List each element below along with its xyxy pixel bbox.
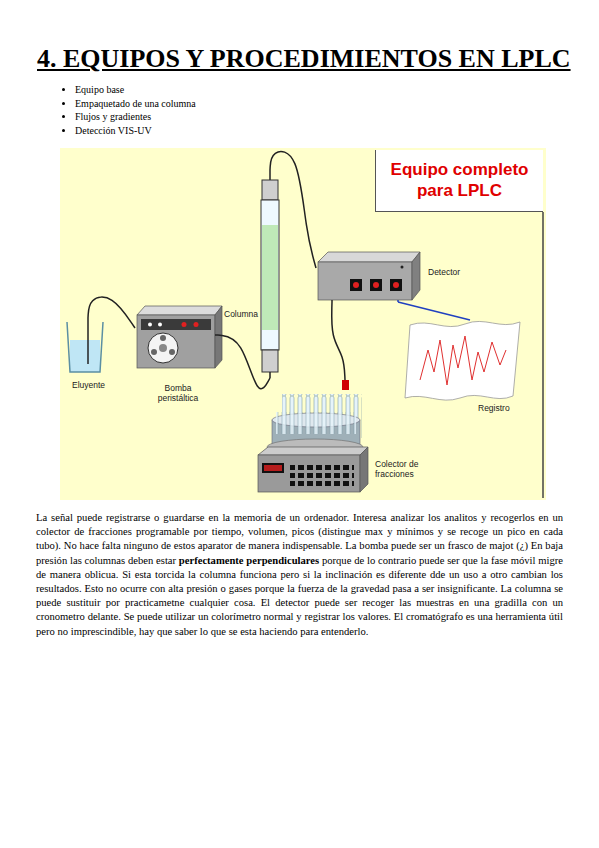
detector bbox=[318, 252, 420, 262]
column bbox=[261, 170, 279, 378]
peristaltic-pump bbox=[148, 333, 178, 363]
fraction-collector bbox=[258, 380, 368, 492]
page-title: 4. EQUIPOS Y PROCEDIMIENTOS EN LPLC bbox=[37, 44, 571, 74]
node-label: Detector bbox=[428, 268, 460, 278]
fraction-collector bbox=[360, 447, 368, 492]
column bbox=[262, 350, 278, 372]
fraction-collector bbox=[276, 412, 356, 434]
bullet-list: Equipo baseEmpaquetado de una columnaFlu… bbox=[58, 83, 196, 137]
peristaltic-pump bbox=[137, 306, 222, 368]
recorder-label: Registro bbox=[405, 320, 520, 416]
bullet-item: Flujos y gradientes bbox=[75, 110, 196, 124]
fraction-collector bbox=[258, 447, 368, 455]
wall-line bbox=[542, 212, 544, 498]
peristaltic-pump bbox=[137, 315, 215, 368]
tubing bbox=[332, 302, 345, 380]
bullet-item: Empaquetado de una columna bbox=[75, 97, 196, 111]
detector bbox=[350, 279, 362, 291]
recorder-paper bbox=[405, 321, 520, 400]
figure-ground bbox=[60, 148, 546, 500]
body-paragraph: La señal puede registrarse o guardarse e… bbox=[36, 511, 563, 639]
detector bbox=[370, 279, 382, 291]
node-label: Equipo completo para LPLC bbox=[384, 160, 535, 201]
beaker bbox=[70, 340, 100, 372]
peristaltic-pump bbox=[182, 322, 187, 327]
signal-cable bbox=[398, 302, 470, 320]
column bbox=[262, 180, 278, 200]
column bbox=[269, 372, 271, 378]
column bbox=[262, 225, 278, 330]
detector-label: Detector bbox=[316, 252, 470, 302]
eluent-label: Eluyente bbox=[62, 318, 112, 394]
peristaltic-pump bbox=[141, 319, 211, 330]
wall-line bbox=[543, 212, 544, 498]
peristaltic-pump bbox=[158, 323, 162, 327]
column-label: Columna bbox=[222, 170, 290, 378]
recorder-paper bbox=[420, 336, 506, 385]
detector bbox=[393, 282, 399, 288]
fraction-collector bbox=[264, 465, 282, 471]
figure-ground bbox=[60, 148, 546, 500]
detector bbox=[401, 266, 404, 269]
bullet-item: Detección VIS-UV bbox=[75, 124, 196, 138]
detector bbox=[353, 282, 359, 288]
beaker bbox=[87, 318, 89, 364]
peristaltic-pump bbox=[160, 335, 166, 341]
fraction-collector bbox=[342, 380, 349, 390]
paragraph-text: porque de lo contrario puede ser que la … bbox=[36, 555, 563, 637]
tubing bbox=[218, 335, 270, 389]
node-label: Registro bbox=[478, 404, 510, 414]
detector bbox=[331, 300, 333, 302]
peristaltic-pump bbox=[151, 349, 157, 355]
peristaltic-pump bbox=[194, 322, 199, 327]
peristaltic-pump bbox=[215, 306, 222, 368]
peristaltic-pump bbox=[169, 349, 175, 355]
detector bbox=[318, 252, 420, 302]
node-label: Bomba peristáltica bbox=[152, 384, 204, 404]
detector bbox=[373, 282, 379, 288]
bullet-item: Equipo base bbox=[75, 83, 196, 97]
tubing bbox=[88, 297, 135, 328]
beaker bbox=[67, 322, 103, 372]
tubing bbox=[270, 151, 316, 268]
peristaltic-pump bbox=[137, 306, 222, 315]
column bbox=[269, 170, 271, 180]
node-label: Colector de fracciones bbox=[375, 460, 437, 480]
fraction-collector bbox=[262, 463, 284, 473]
paragraph-text: perfectamente perpendiculares bbox=[179, 555, 319, 566]
detector bbox=[390, 279, 402, 291]
fraction-collector bbox=[258, 455, 360, 492]
node-label: Columna bbox=[224, 310, 258, 320]
peristaltic-pump bbox=[215, 334, 218, 336]
beaker bbox=[67, 318, 103, 372]
peristaltic-pump bbox=[148, 323, 152, 327]
fraction-collector bbox=[290, 462, 354, 486]
detector bbox=[412, 252, 420, 300]
column bbox=[261, 200, 279, 350]
detector bbox=[318, 262, 412, 300]
title-box: Equipo completo para LPLC bbox=[375, 150, 543, 212]
pump-label: Bomba peristáltica bbox=[135, 302, 218, 406]
peristaltic-pump bbox=[159, 344, 167, 352]
collector-label: Colector de fracciones bbox=[255, 380, 440, 495]
node-label: Eluyente bbox=[72, 381, 105, 391]
recorder-paper bbox=[405, 321, 520, 400]
